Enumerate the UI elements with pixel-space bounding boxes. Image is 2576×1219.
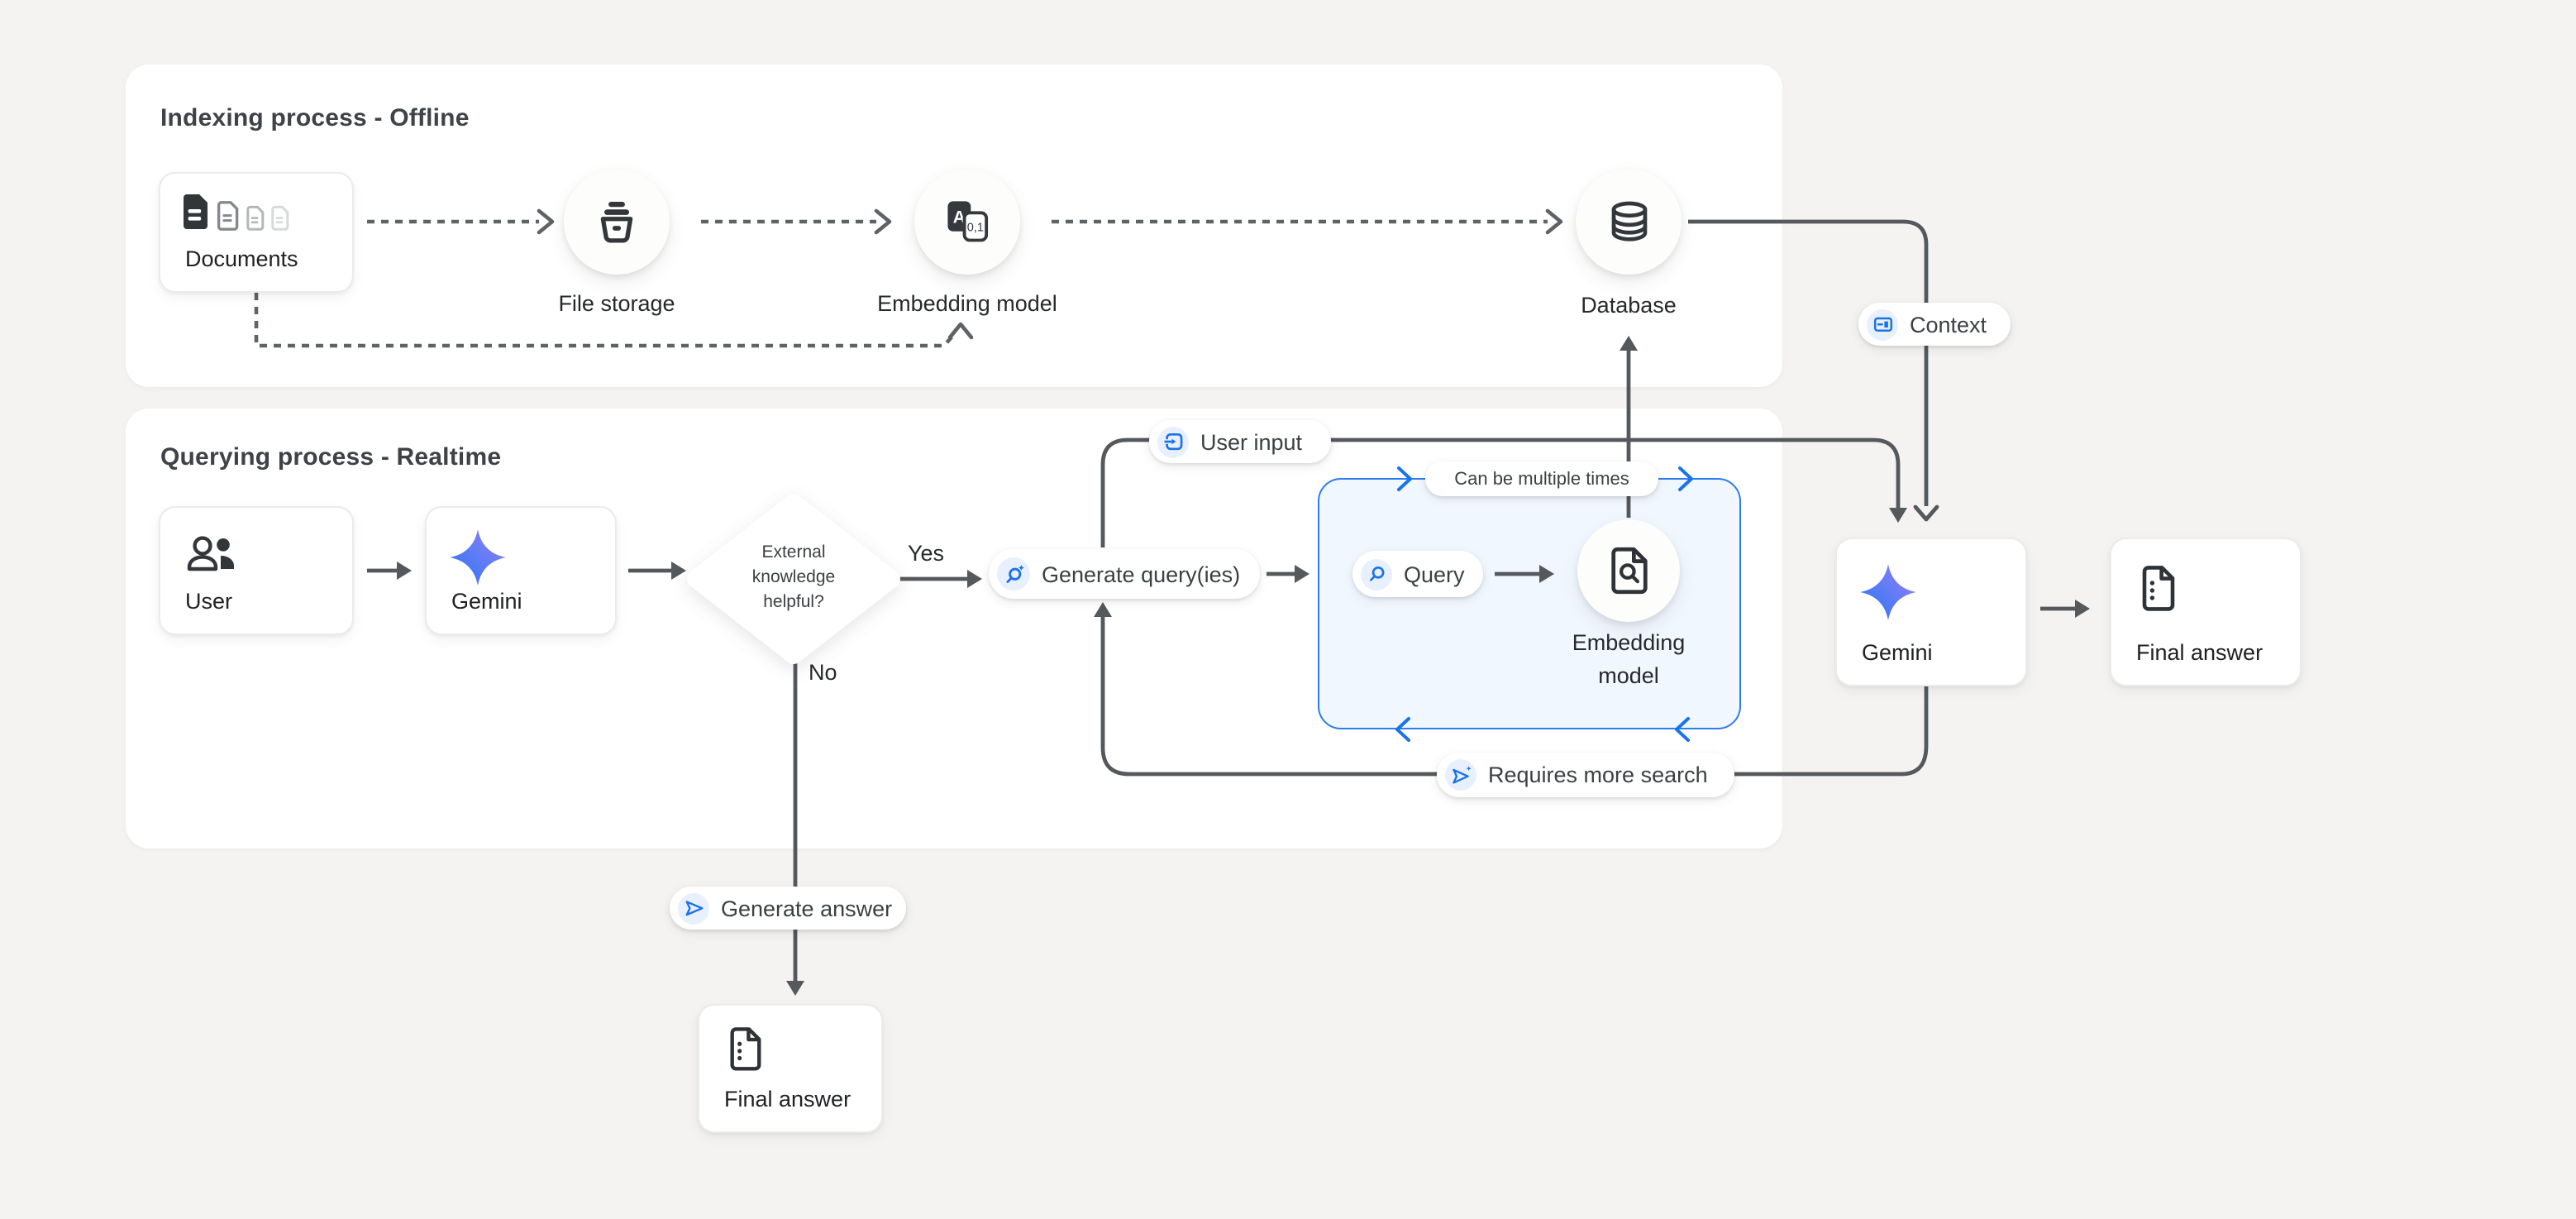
decision-diamond: [687, 494, 900, 664]
database-icon: [1610, 200, 1647, 241]
blue-chevron-right: [1397, 466, 1412, 491]
database-label: Database: [1581, 293, 1677, 318]
decision-text: External knowledge helpful?: [703, 541, 885, 615]
gemini-sparkle-icon: [1857, 561, 1920, 632]
group-users-icon: [184, 531, 238, 587]
blue-chevron-left: [1675, 717, 1690, 742]
user-card: User: [159, 506, 354, 635]
query-embedding-label-1: Embedding: [1572, 630, 1686, 655]
decision-line3: helpful?: [763, 592, 824, 612]
query-pill: Query: [1352, 551, 1483, 597]
user-label: User: [185, 589, 233, 614]
user-input-pill: User input: [1149, 420, 1331, 463]
no-label: No: [809, 660, 837, 685]
database-node: [1576, 169, 1682, 275]
arrowhead-up: [1620, 336, 1638, 351]
final-answer-2-label: Final answer: [724, 1087, 852, 1111]
file-storage-label: File storage: [558, 291, 675, 316]
generate-query-pill: Generate query(ies): [989, 549, 1260, 599]
gemini-2-label: Gemini: [1862, 640, 1933, 665]
chevron-head-down: [1913, 504, 1939, 522]
chevron-head: [874, 208, 892, 235]
login-icon: [1157, 426, 1189, 457]
embedding-model-label: Embedding model: [877, 291, 1057, 316]
line-requires-more-search: [1100, 617, 1929, 777]
translate-embedding-icon: A 0,1: [947, 201, 989, 242]
context-label: Context: [1910, 312, 1987, 337]
chevron-head-up: [947, 322, 974, 340]
arrowhead: [967, 570, 982, 588]
search-sparkle-icon: [997, 557, 1030, 590]
send-sparkle-icon: [1445, 759, 1476, 791]
svg-text:0,1: 0,1: [967, 222, 984, 235]
gemini-card: Gemini: [425, 506, 617, 635]
doc-search-icon: [1610, 547, 1647, 595]
can-be-multiple-times-pill: Can be multiple times: [1425, 461, 1658, 496]
querying-panel-title: Querying process - Realtime: [160, 443, 502, 471]
doc-answer-icon: [726, 1025, 764, 1080]
context-pill: Context: [1858, 303, 2011, 346]
decision-line1: External: [761, 543, 826, 562]
generate-answer-pill: Generate answer: [670, 887, 906, 930]
svg-text:A: A: [953, 208, 966, 227]
file-storage-node: [564, 169, 670, 275]
decision-line2: knowledge: [751, 567, 836, 587]
send-icon: [678, 892, 709, 924]
query-embedding-node: [1577, 519, 1680, 622]
blue-chevron-right: [1678, 466, 1693, 491]
doc-answer-icon: [2138, 564, 2178, 620]
chevron-head: [1545, 208, 1563, 235]
arrowhead: [1539, 565, 1554, 583]
gemini-sparkle-icon: [446, 526, 509, 597]
documents-label: Documents: [185, 246, 298, 271]
chevron-head: [537, 208, 555, 235]
magnifier-icon: [1361, 558, 1392, 590]
query-label: Query: [1404, 562, 1465, 586]
documents-card: Documents: [159, 172, 354, 293]
context-icon: [1867, 308, 1898, 340]
final-answer-2-card: Final answer: [698, 1004, 883, 1133]
arrowhead-down: [1889, 508, 1907, 523]
final-answer-label: Final answer: [2136, 640, 2264, 665]
query-embedding-label-2: model: [1598, 663, 1659, 688]
arrowhead: [1295, 565, 1309, 583]
arrowhead-down: [786, 981, 804, 996]
gemini-2-card: Gemini: [1835, 538, 2027, 686]
can-be-multiple-times-label: Can be multiple times: [1454, 469, 1629, 489]
file-storage-bucket-icon: [600, 202, 633, 243]
blue-chevron-left: [1395, 717, 1410, 742]
yes-label: Yes: [908, 541, 945, 566]
line-user-input: [1100, 437, 1901, 547]
requires-more-search-label: Requires more search: [1488, 762, 1708, 787]
arrowhead: [397, 562, 412, 580]
final-answer-card: Final answer: [2110, 538, 2302, 686]
arrowhead: [671, 562, 686, 580]
gemini-label: Gemini: [451, 589, 522, 614]
line-context: [1688, 219, 1929, 506]
user-input-label: User input: [1200, 429, 1303, 454]
indexing-panel-title: Indexing process - Offline: [160, 104, 470, 132]
documents-icon: [179, 192, 289, 232]
embedding-model-node: A 0,1: [914, 169, 1020, 275]
generate-answer-label: Generate answer: [721, 896, 893, 920]
requires-more-search-pill: Requires more search: [1437, 753, 1734, 797]
retrieval-loop-box: [1318, 478, 1741, 729]
arrowhead-up: [1094, 602, 1112, 617]
arrowhead: [2075, 600, 2090, 618]
generate-query-label: Generate query(ies): [1042, 562, 1241, 586]
